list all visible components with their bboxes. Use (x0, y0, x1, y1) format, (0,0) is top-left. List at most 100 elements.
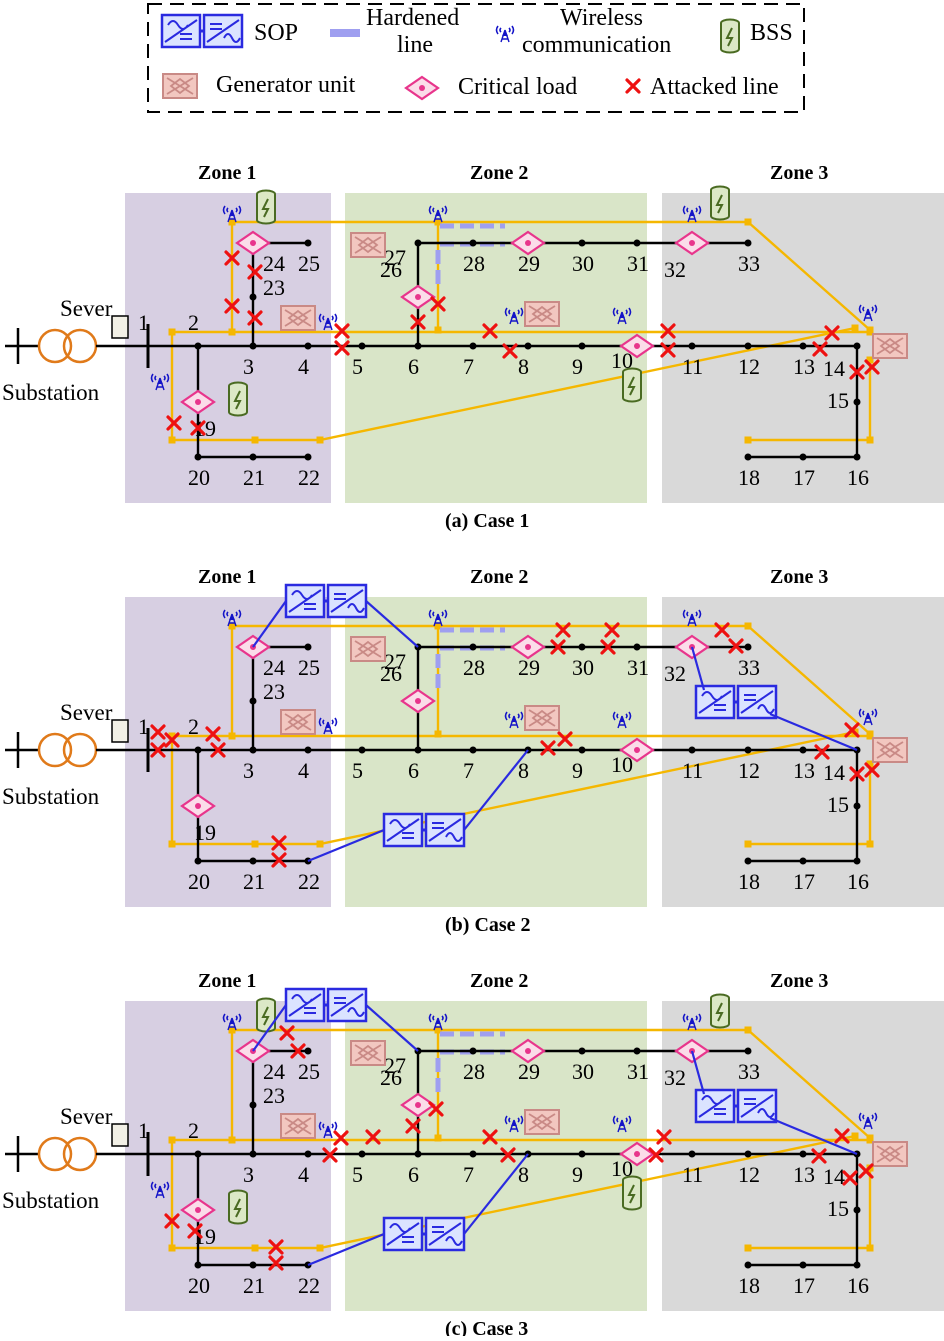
feeder-node (168, 840, 176, 848)
bus-label: 5 (352, 758, 363, 783)
generator-icon (524, 705, 560, 731)
sop-link (307, 828, 385, 863)
sop-link (769, 712, 858, 752)
sop-link (252, 600, 287, 648)
bus-node (578, 746, 586, 754)
bus-node (249, 1150, 257, 1158)
bus-label: 30 (572, 251, 594, 276)
generator-icon (280, 1113, 316, 1139)
feeder-node (251, 1244, 259, 1252)
bus-label: 15 (827, 792, 849, 817)
bus-node (633, 239, 641, 247)
bus-node (799, 746, 807, 754)
legend-sop-label: SOP (254, 20, 298, 46)
bus-node (249, 697, 257, 705)
transformer-icon (62, 328, 98, 364)
bus-label: 6 (408, 758, 419, 783)
bus-label: 31 (627, 251, 649, 276)
generator-icon (872, 737, 908, 763)
bus-label: 9 (572, 1162, 583, 1187)
bus-label: 3 (243, 758, 254, 783)
bus-node (414, 746, 422, 754)
sop-link (365, 600, 419, 648)
feeder-node (851, 324, 859, 332)
bus-node (249, 857, 257, 865)
zone-1-area (125, 193, 331, 503)
bus-node (304, 453, 312, 461)
bus-label: 21 (243, 1273, 265, 1298)
generator-icon (350, 636, 386, 662)
sop-link (252, 1004, 287, 1052)
generator-icon (350, 1040, 386, 1066)
bus-label: 30 (572, 655, 594, 680)
zone-1-label: Zone 1 (198, 970, 256, 992)
bus-node (853, 1206, 861, 1214)
bus-node (414, 239, 422, 247)
feeder-node (866, 730, 874, 738)
bus-node (688, 1150, 696, 1158)
bus-label: 4 (298, 758, 309, 783)
feeder-node (434, 1134, 442, 1142)
feeder-node (744, 622, 752, 630)
feeder-node (228, 622, 236, 630)
legend-wireless-label-1: Wireless (560, 5, 643, 31)
bus-label: 9 (572, 758, 583, 783)
bus-label: 17 (793, 1273, 815, 1298)
server-label: Sever (60, 296, 113, 321)
bus-node (578, 239, 586, 247)
legend-generator-label: Generator unit (216, 72, 356, 98)
bus-label: 12 (738, 354, 760, 379)
bus-node (469, 643, 477, 651)
bus-label: 13 (793, 758, 815, 783)
bus-node (853, 398, 861, 406)
feeder-node (744, 1026, 752, 1034)
bus-label: 7 (463, 354, 474, 379)
bus-label: 17 (793, 869, 815, 894)
sop-link (307, 1232, 385, 1267)
bus-node (304, 643, 312, 651)
zone-2-label: Zone 2 (470, 566, 528, 588)
feeder-node (228, 1026, 236, 1034)
panel-caption: (c) Case 3 (445, 1318, 528, 1336)
legend-border (147, 3, 805, 113)
bus-node (744, 1047, 752, 1055)
feeder-node (168, 732, 176, 740)
bus-label: 33 (738, 1059, 760, 1084)
bus-label: 4 (298, 1162, 309, 1187)
feeder-node (866, 356, 874, 364)
feeder-node (251, 436, 259, 444)
feeder-node (316, 436, 324, 444)
bus-node (194, 453, 202, 461)
feeder-node (168, 328, 176, 336)
zone-2-label: Zone 2 (470, 970, 528, 992)
bus-node (194, 1261, 202, 1269)
bus-node (688, 342, 696, 350)
bus-node (744, 239, 752, 247)
bus-node (469, 1150, 477, 1158)
bus-node (799, 1150, 807, 1158)
bus-label: 24 (263, 655, 285, 680)
bus-node (744, 746, 752, 754)
feeder-node (316, 1244, 324, 1252)
bus-label: 10 (611, 752, 633, 777)
bus-label: 20 (188, 869, 210, 894)
bss-icon (228, 381, 248, 417)
panel-caption: (a) Case 1 (445, 510, 529, 532)
bus-label: 2 (188, 310, 199, 335)
transformer-icon (62, 732, 98, 768)
bus-node (304, 239, 312, 247)
bus-label: 7 (463, 1162, 474, 1187)
legend-hardened-label-1: Hardened (366, 5, 459, 31)
feeder-line (747, 221, 871, 331)
sop-icon (160, 13, 244, 49)
bus-node (688, 746, 696, 754)
bus-label: 8 (518, 354, 529, 379)
bus-node (304, 1047, 312, 1055)
bus-node (799, 857, 807, 865)
bus-label: 25 (298, 655, 320, 680)
bus-label: 28 (463, 251, 485, 276)
bus-node (194, 1150, 202, 1158)
zone-2-label: Zone 2 (470, 162, 528, 184)
